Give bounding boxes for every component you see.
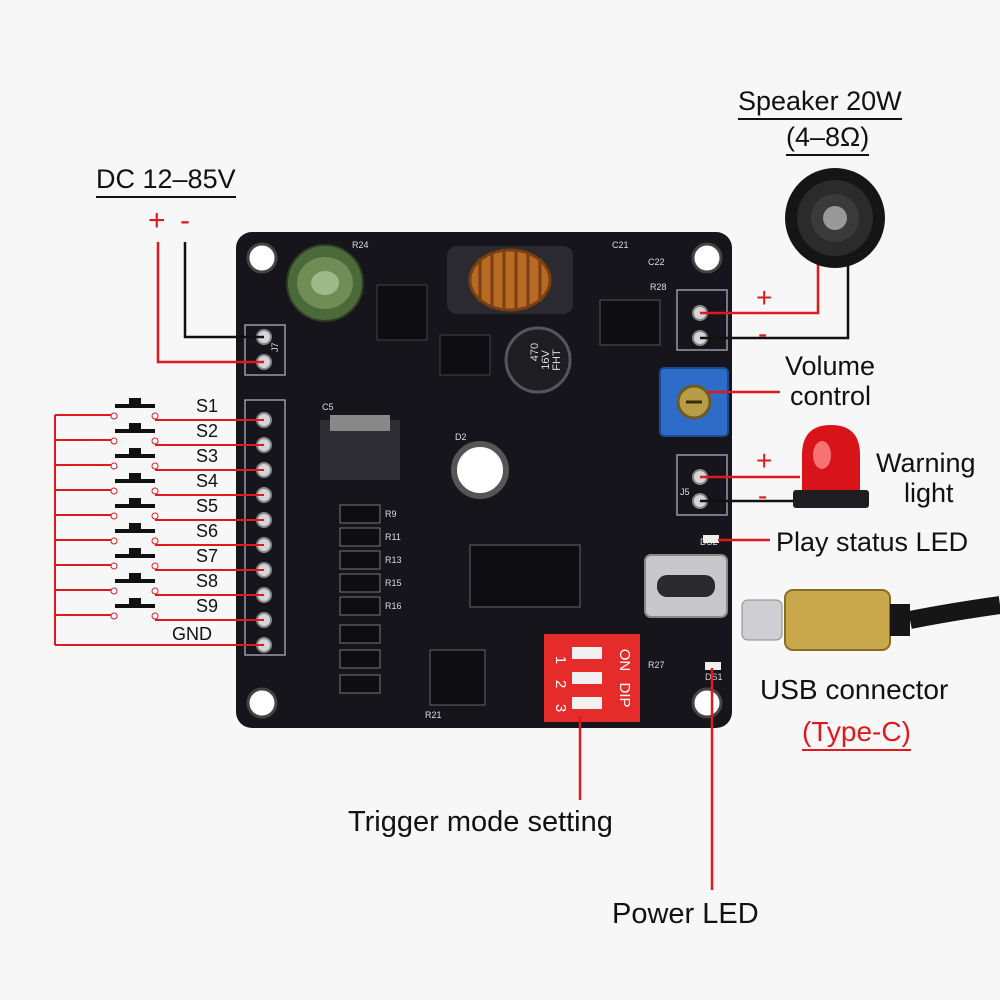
ic-main	[469, 544, 581, 608]
usb-cable-icon	[741, 589, 1000, 651]
warning-plus-sign: +	[756, 445, 773, 476]
power-plus-sign: +	[148, 204, 166, 237]
push-button-s1	[110, 398, 159, 420]
svg-text:R13: R13	[385, 555, 402, 565]
switch-label-s1: S1	[196, 396, 219, 416]
switch-label-s2: S2	[196, 421, 219, 441]
volume-label-line1: Volume	[785, 351, 876, 381]
svg-text:R9: R9	[385, 509, 397, 519]
mount-hole-br	[691, 687, 723, 719]
power-led	[705, 662, 721, 670]
ic-small	[429, 649, 486, 706]
power-label: DC 12–85V	[96, 164, 236, 198]
warning-label-line2: light	[904, 478, 954, 508]
push-button-s2	[110, 423, 159, 445]
svg-text:R15: R15	[385, 578, 402, 588]
push-button-s7	[110, 548, 159, 570]
svg-text:R27: R27	[648, 660, 665, 670]
warning-label-line1: Warning	[876, 448, 976, 478]
switch-label-s4: S4	[196, 471, 219, 491]
push-button-s6	[110, 523, 159, 545]
svg-text:ON: ON	[616, 649, 633, 672]
silk-outline-header	[244, 399, 286, 656]
svg-text:DS1: DS1	[705, 672, 723, 682]
speaker-minus-sign: -	[758, 318, 768, 349]
switch-label-s5: S5	[196, 496, 219, 516]
black-capacitor	[504, 326, 572, 394]
push-button-icons	[110, 398, 159, 620]
power-wire-plus	[156, 242, 264, 364]
power-minus-sign: -	[180, 204, 190, 237]
power-led-label: Power LED	[612, 898, 759, 930]
svg-text:DIP: DIP	[616, 682, 633, 707]
switch-label-s8: S8	[196, 571, 219, 591]
play-status-led	[703, 535, 719, 543]
speaker-wire-minus	[700, 262, 850, 340]
trigger-mode-label: Trigger mode setting	[348, 806, 613, 838]
svg-text:R28: R28	[650, 282, 667, 292]
usb-type-label: (Type-C)	[802, 716, 911, 751]
svg-text:C22: C22	[648, 257, 665, 267]
push-button-s9	[110, 598, 159, 620]
svg-text:C21: C21	[612, 240, 629, 250]
speaker-wire-plus	[700, 262, 820, 315]
svg-text:470: 470	[529, 343, 541, 361]
speaker-impedance: (4–8Ω)	[786, 122, 870, 156]
svg-text:J5: J5	[680, 487, 690, 497]
mount-hole-tl	[246, 242, 278, 274]
svg-text:2: 2	[552, 680, 569, 688]
switch-wiring	[54, 414, 264, 646]
svg-text:R11: R11	[385, 532, 401, 542]
speaker-title: Speaker 20W	[738, 86, 902, 120]
svg-text:3: 3	[552, 704, 569, 712]
play-status-label: Play status LED	[776, 527, 969, 557]
svg-text:1: 1	[552, 656, 569, 664]
switch-label-s6: S6	[196, 521, 219, 541]
push-button-s5	[110, 498, 159, 520]
warning-light-icon	[793, 425, 869, 508]
resistor-array	[339, 504, 381, 694]
mount-hole-bl	[246, 687, 278, 719]
ic-top-left	[376, 284, 428, 341]
power-wire-minus	[183, 242, 264, 339]
svg-text:FHT: FHT	[551, 349, 563, 371]
silk-outline-speaker	[676, 289, 728, 351]
svg-text:R16: R16	[385, 601, 402, 611]
svg-text:D2: D2	[455, 432, 467, 442]
mount-hole-tr	[691, 242, 723, 274]
svg-text:J7: J7	[270, 342, 280, 352]
svg-text:C5: C5	[322, 402, 334, 412]
speaker-plus-sign: +	[756, 282, 773, 313]
warning-minus-sign: -	[758, 480, 768, 511]
mount-hole-center	[451, 441, 509, 499]
gnd-label: GND	[172, 624, 212, 644]
push-button-s8	[110, 573, 159, 595]
ic-top-right	[599, 299, 661, 346]
svg-text:R24: R24	[352, 240, 369, 250]
silk-outline-power	[244, 324, 286, 376]
switch-label-s9: S9	[196, 596, 219, 616]
switch-label-s3: S3	[196, 446, 219, 466]
push-button-s4	[110, 473, 159, 495]
silk-outline-warn	[676, 454, 728, 516]
usb-label: USB connector	[760, 674, 949, 705]
svg-text:16V: 16V	[540, 350, 552, 370]
volume-label-line2: control	[790, 381, 872, 411]
switch-label-s7: S7	[196, 546, 219, 566]
push-button-s3	[110, 448, 159, 470]
svg-text:R21: R21	[425, 710, 442, 720]
